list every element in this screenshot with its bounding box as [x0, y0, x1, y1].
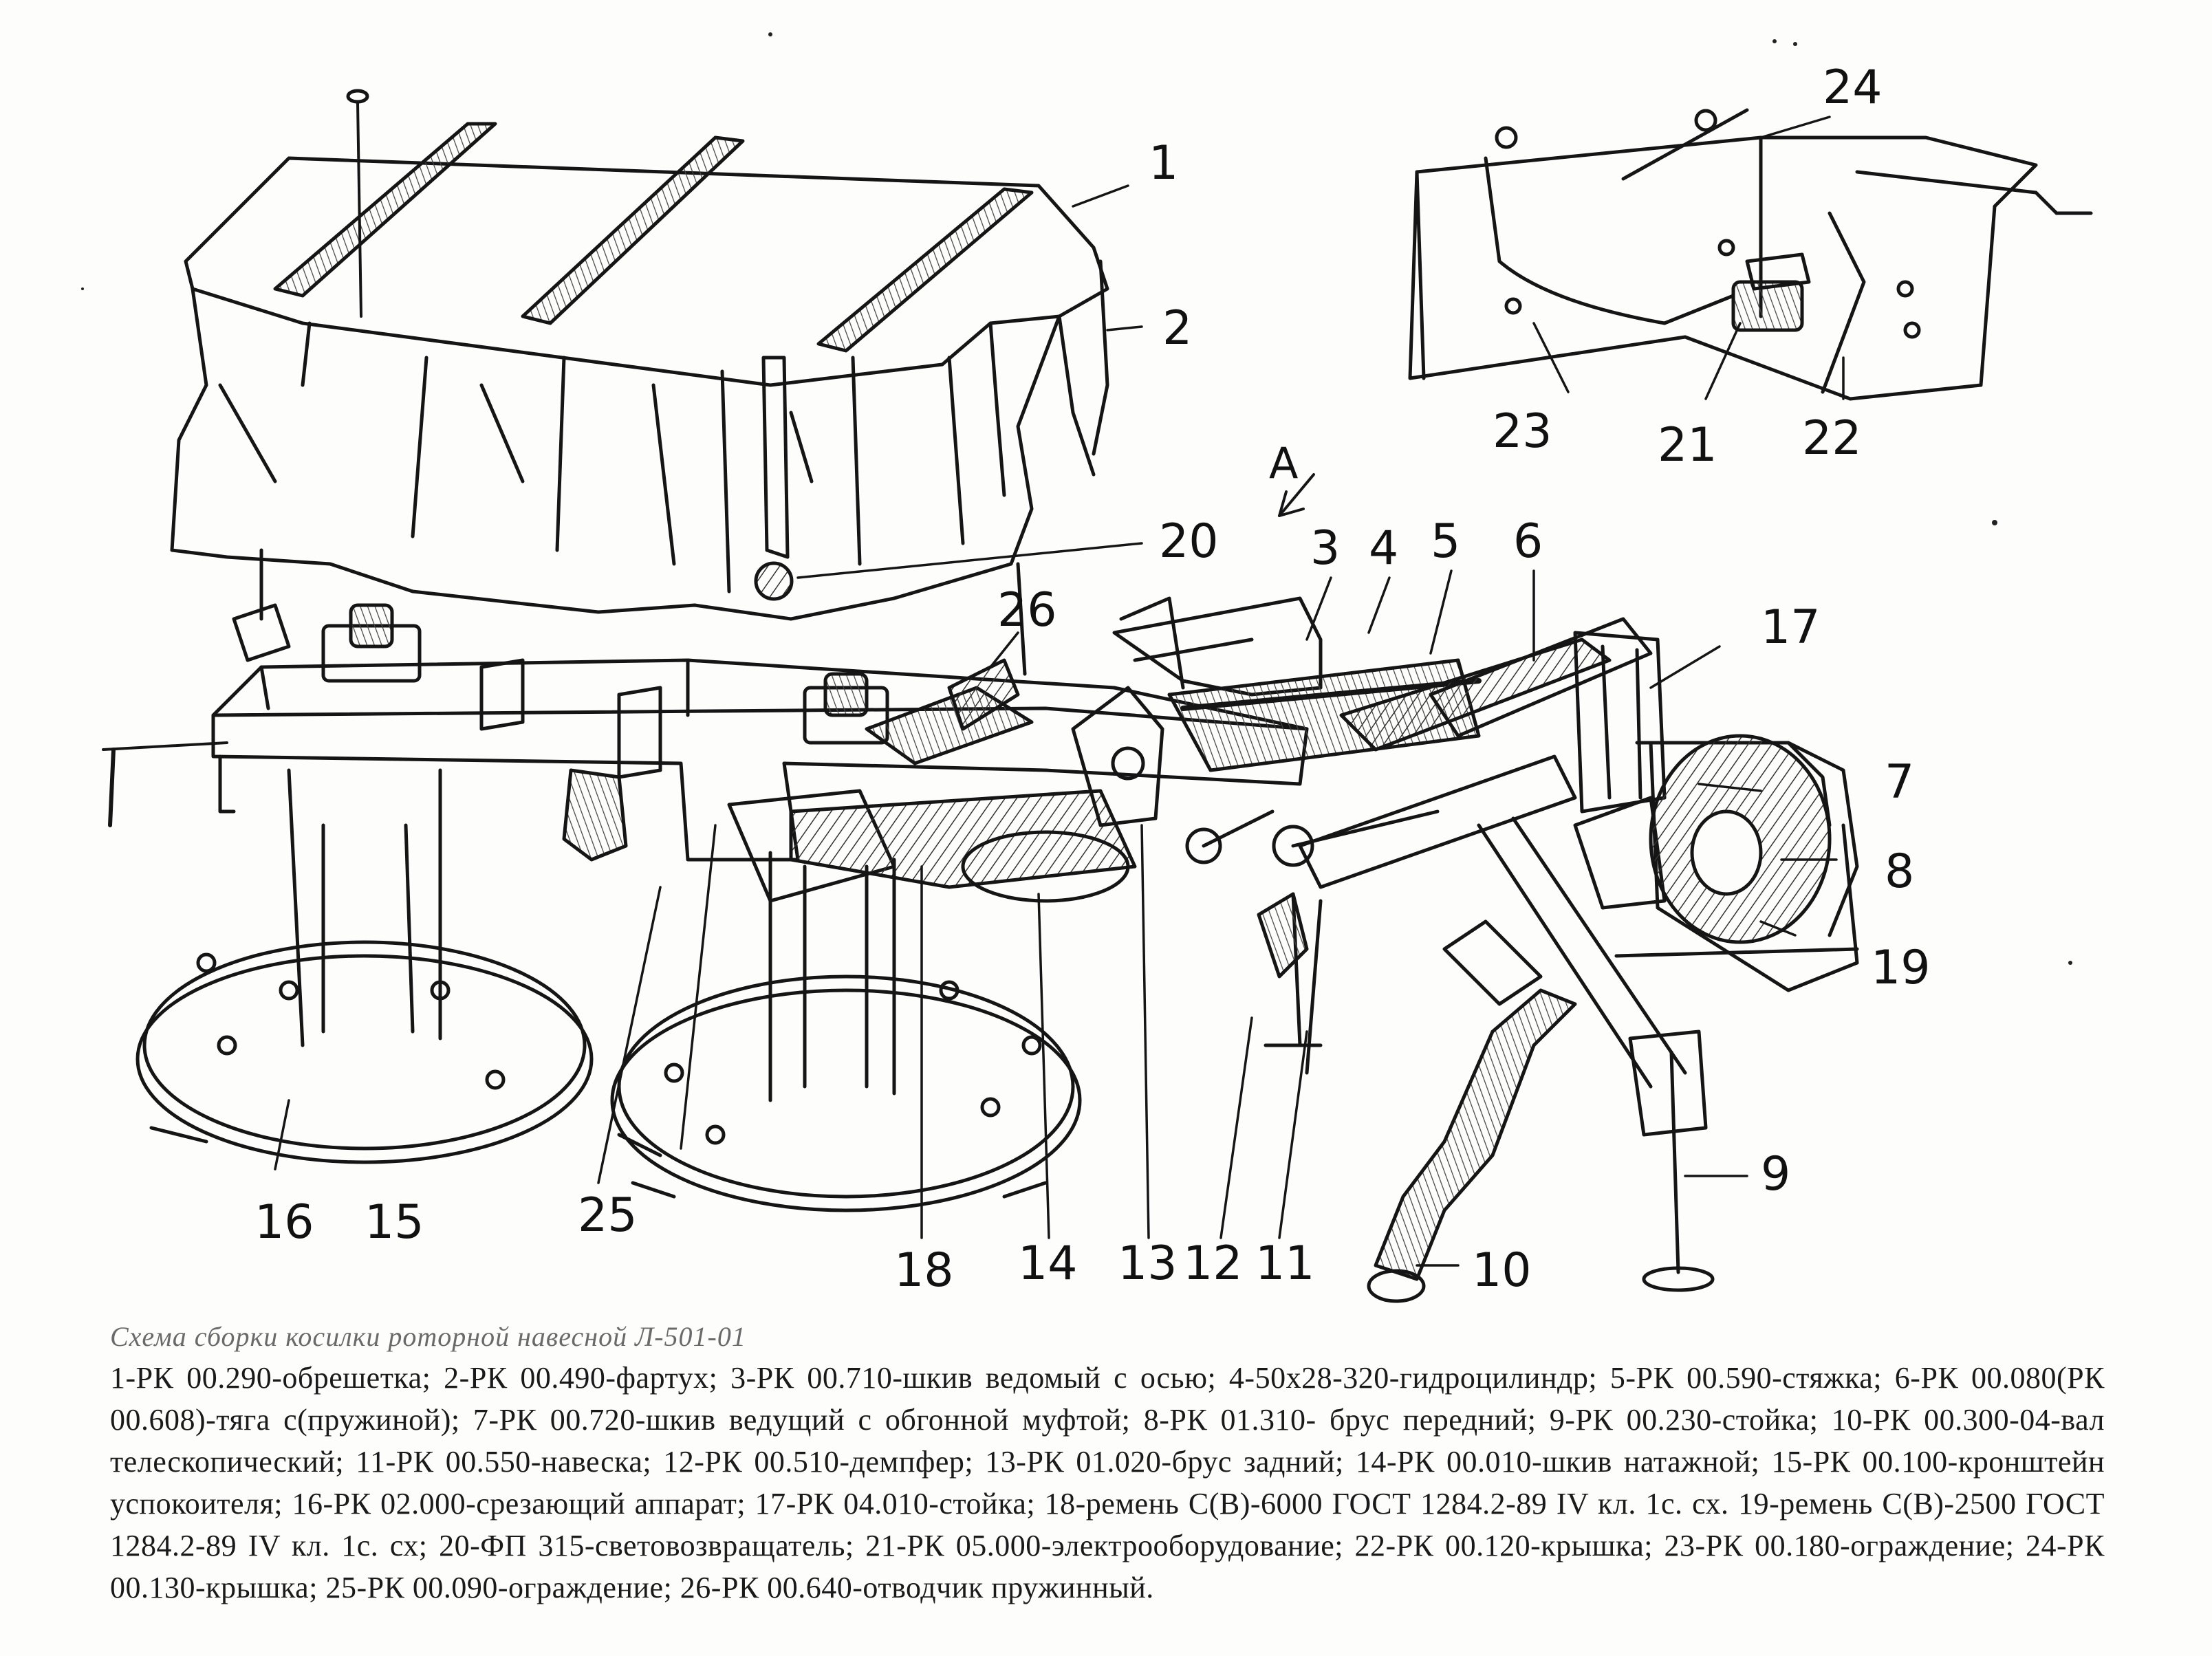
callout-14: 14 [1018, 1236, 1078, 1291]
callout-19: 19 [1871, 941, 1931, 995]
callout-20: 20 [1159, 514, 1219, 569]
callout-15: 15 [365, 1195, 424, 1250]
callout-2: 2 [1162, 301, 1192, 356]
callout-25: 25 [578, 1188, 638, 1243]
scan-specks [81, 32, 2072, 965]
mower-assembly-drawing: 1 2 3 4 5 6 7 8 9 10 11 12 13 14 15 16 1… [81, 32, 2093, 1303]
callout-7: 7 [1885, 755, 1914, 809]
protective-cover [170, 89, 1109, 676]
callout-13: 13 [1118, 1236, 1178, 1291]
callout-21: 21 [1658, 418, 1717, 472]
callout-16: 16 [254, 1195, 314, 1250]
callout-11: 11 [1255, 1236, 1315, 1291]
callout-5: 5 [1431, 514, 1460, 569]
callout-3: 3 [1310, 521, 1340, 576]
main-frame-beam [102, 596, 1309, 903]
callout-labels: 1 2 3 4 5 6 7 8 9 10 11 12 13 14 15 16 1… [254, 61, 1931, 1298]
drive-pulley-assembly [1573, 631, 1859, 992]
callout-18: 18 [894, 1243, 954, 1298]
figure-caption: Схема сборки косилки роторной навесной Л… [110, 1320, 2105, 1609]
callout-22: 22 [1802, 411, 1862, 466]
callout-9: 9 [1761, 1147, 1790, 1201]
leader-lines [274, 116, 1845, 1267]
callout-4: 4 [1369, 521, 1398, 576]
callout-10: 10 [1472, 1243, 1532, 1298]
callout-24: 24 [1823, 61, 1883, 115]
callout-6: 6 [1513, 514, 1543, 569]
caption-title: Схема сборки косилки роторной навесной Л… [110, 1321, 746, 1352]
hitch-and-driveline [1257, 754, 1715, 1303]
callout-12: 12 [1183, 1236, 1243, 1291]
callout-17: 17 [1761, 600, 1821, 655]
caption-parts-list: 1-РК 00.290-обрешетка; 2-РК 00.490-фарту… [110, 1361, 2105, 1604]
hydraulic-linkage [1112, 596, 1653, 867]
callout-26: 26 [997, 583, 1057, 638]
callout-8: 8 [1885, 845, 1914, 899]
callout-view-a: A [1269, 438, 1298, 488]
callout-1: 1 [1149, 136, 1178, 190]
callout-23: 23 [1493, 404, 1552, 459]
detail-view-a [1408, 108, 2093, 401]
